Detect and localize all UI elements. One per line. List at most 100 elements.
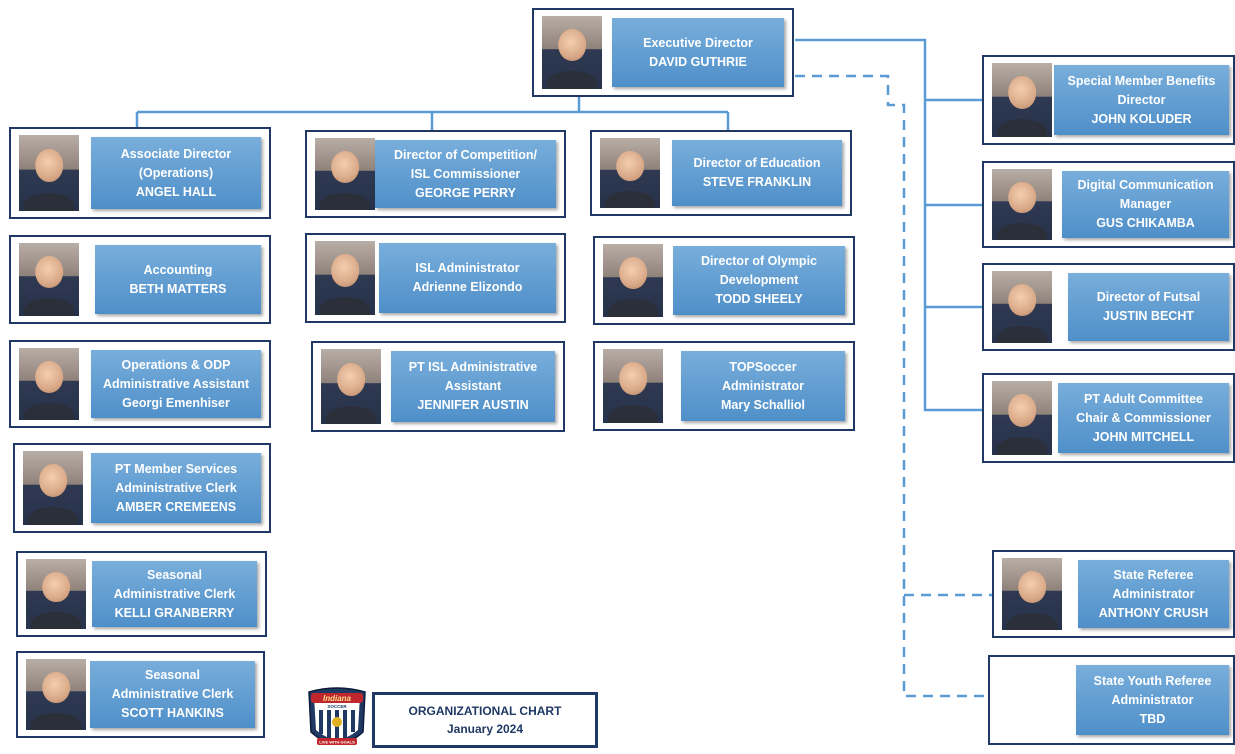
role: Associate Director [120, 146, 232, 161]
role: PT ISL Administrative [408, 360, 538, 374]
name: GEORGE PERRY [415, 185, 516, 200]
role: State Referee [1113, 567, 1194, 582]
photo-pt-isl [321, 349, 381, 424]
svg-text:SOCCER: SOCCER [327, 704, 347, 709]
role: Digital Communication [1077, 178, 1214, 192]
role: Director of Education [693, 156, 821, 170]
photo-futsal [992, 271, 1052, 343]
card-isl-admin: ISL Administrator Adrienne Elizondo [305, 233, 566, 323]
photo-benefits [992, 63, 1052, 137]
svg-text:Indiana: Indiana [323, 694, 352, 703]
card-youth-referee: State Youth Referee Administrator TBD [988, 655, 1235, 745]
role: Special Member Benefits [1067, 73, 1216, 88]
label-adult: PT Adult Committee Chair & Commissioner … [1058, 383, 1229, 453]
card-pt-isl: PT ISL Administrative Assistant JENNIFER… [311, 341, 565, 432]
role: ISL Administrator [415, 261, 520, 275]
role-line2: Administrator [1112, 586, 1195, 601]
name: JOHN MITCHELL [1092, 429, 1195, 444]
card-digital: Digital Communication Manager GUS CHIKAM… [982, 161, 1235, 248]
photo-member-services [23, 451, 83, 525]
photo-youth-referee [998, 663, 1058, 737]
role-line2: Administrative Assistant [102, 376, 250, 391]
role: Operations & ODP [121, 357, 231, 372]
role-line2: Development [719, 273, 799, 287]
card-member-services: PT Member Services Administrative Clerk … [13, 443, 271, 533]
role: Executive Director [643, 35, 753, 50]
svg-text:LIVE WITH GOALS: LIVE WITH GOALS [319, 740, 355, 745]
label-executive: Executive Director DAVID GUTHRIE [612, 18, 784, 87]
photo-isl-admin [315, 241, 375, 315]
name: ANGEL HALL [135, 184, 217, 199]
name: BETH MATTERS [129, 281, 227, 296]
role: Director of Competition/ [393, 147, 538, 162]
role: Accounting [143, 262, 213, 277]
role: State Youth Referee [1093, 673, 1212, 688]
card-adult: PT Adult Committee Chair & Commissioner … [982, 373, 1235, 463]
role: Seasonal [147, 567, 202, 582]
card-competition: Director of Competition/ ISL Commissione… [305, 130, 566, 218]
label-associate: Associate Director (Operations) ANGEL HA… [91, 137, 261, 209]
role: Seasonal [145, 668, 200, 682]
name: AMBER CREMEENS [115, 499, 237, 514]
chart-title-box: ORGANIZATIONAL CHART January 2024 [372, 692, 598, 748]
card-benefits: Special Member Benefits Director JOHN KO… [982, 55, 1235, 145]
photo-seasonal-1 [26, 559, 86, 629]
chart-title: ORGANIZATIONAL CHART [408, 704, 562, 718]
indiana-soccer-logo: Indiana SOCCER LIVE WITH GOALS [308, 687, 366, 745]
label-youth-referee: State Youth Referee Administrator TBD [1076, 665, 1229, 735]
photo-seasonal-2 [26, 659, 86, 730]
label-competition: Director of Competition/ ISL Commissione… [375, 140, 556, 208]
photo-referee [1002, 558, 1062, 630]
card-futsal: Director of Futsal JUSTIN BECHT [982, 263, 1235, 351]
role-line2: Administrative Clerk [115, 480, 237, 495]
card-topsoccer: TOPSoccer Administrator Mary Schalliol [593, 341, 855, 431]
photo-digital [992, 169, 1052, 240]
name: Mary Schalliol [720, 397, 806, 412]
photo-associate [19, 135, 79, 211]
role-line2: Director [1117, 92, 1166, 107]
label-futsal: Director of Futsal JUSTIN BECHT [1068, 273, 1229, 341]
photo-topsoccer [603, 349, 663, 423]
photo-adult [992, 381, 1052, 455]
name: GUS CHIKAMBA [1096, 216, 1195, 230]
role: TOPSoccer [729, 359, 797, 374]
photo-olympic [603, 244, 663, 317]
name: JENNIFER AUSTIN [417, 398, 529, 412]
role: PT Member Services [114, 461, 238, 476]
card-education: Director of Education STEVE FRANKLIN [590, 130, 852, 216]
role-line2: Administrator [722, 378, 804, 393]
name: Georgi Emenhiser [122, 395, 230, 410]
card-referee: State Referee Administrator ANTHONY CRUS… [992, 550, 1235, 638]
role-line2: Administrative Clerk [111, 687, 234, 701]
role-line2: Administrator [1111, 692, 1194, 707]
label-isl-admin: ISL Administrator Adrienne Elizondo [379, 243, 556, 313]
label-member-services: PT Member Services Administrative Clerk … [91, 453, 261, 523]
role: PT Adult Committee [1084, 391, 1203, 406]
label-pt-isl: PT ISL Administrative Assistant JENNIFER… [391, 351, 555, 422]
photo-competition [315, 138, 375, 210]
role-line2: ISL Commissioner [410, 166, 521, 181]
name: STEVE FRANKLIN [702, 175, 812, 189]
role-line2: Manager [1119, 197, 1172, 211]
role-line2: Chair & Commissioner [1076, 410, 1211, 425]
label-benefits: Special Member Benefits Director JOHN KO… [1054, 65, 1229, 135]
chart-date: January 2024 [446, 722, 524, 736]
label-referee: State Referee Administrator ANTHONY CRUS… [1078, 560, 1229, 628]
name: KELLI GRANBERRY [114, 605, 235, 620]
role: Director of Futsal [1096, 290, 1201, 304]
label-seasonal-2: Seasonal Administrative Clerk SCOTT HANK… [90, 661, 255, 728]
name: SCOTT HANKINS [121, 706, 224, 720]
name: DAVID GUTHRIE [649, 54, 747, 69]
label-olympic: Director of Olympic Development TODD SHE… [673, 246, 845, 315]
label-topsoccer: TOPSoccer Administrator Mary Schalliol [681, 351, 845, 421]
card-seasonal-1: Seasonal Administrative Clerk KELLI GRAN… [16, 551, 267, 637]
role-line2: (Operations) [138, 165, 214, 180]
photo-ops-odp [19, 348, 79, 420]
card-seasonal-2: Seasonal Administrative Clerk SCOTT HANK… [16, 651, 265, 738]
photo-education [600, 138, 660, 208]
card-accounting: Accounting BETH MATTERS [9, 235, 271, 324]
card-associate: Associate Director (Operations) ANGEL HA… [9, 127, 271, 219]
photo-executive [542, 16, 602, 89]
name: Adrienne Elizondo [412, 280, 523, 294]
role-line2: Assistant [444, 379, 502, 393]
